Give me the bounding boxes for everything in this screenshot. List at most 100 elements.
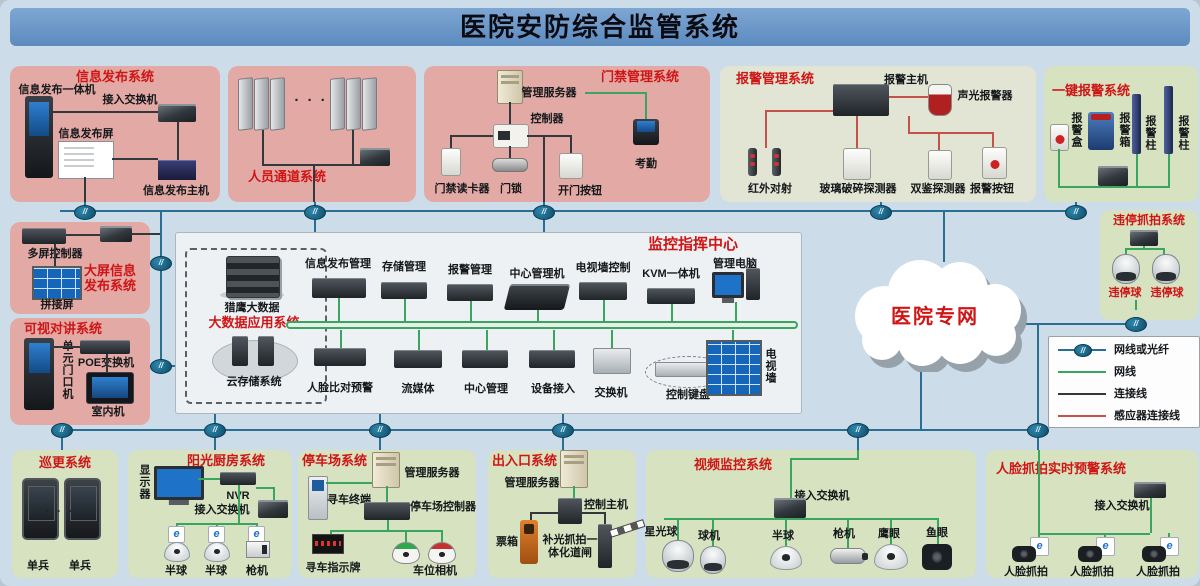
info-screen-icon <box>58 141 114 179</box>
alarm-line-3 <box>856 116 858 148</box>
speed-dome-icon <box>700 546 726 574</box>
face-switch-label: 接入交换机 <box>1094 500 1150 512</box>
alarm-button-icon <box>982 147 1007 179</box>
mini-dome-icon <box>770 546 802 570</box>
parking-line-7 <box>441 530 443 542</box>
stub-cctv <box>857 430 859 450</box>
cloud-storage-icon <box>212 340 298 382</box>
card-reader-icon <box>441 148 461 176</box>
network-connector-icon <box>74 205 96 220</box>
cctv-drop <box>785 518 787 546</box>
access-line-3 <box>527 135 572 137</box>
gstub <box>470 301 472 322</box>
turnstile-icon <box>346 77 361 131</box>
face-compare-icon <box>314 348 366 366</box>
channel-line-1 <box>262 130 264 164</box>
infrared-beam-icon <box>772 148 781 176</box>
channel-line-3 <box>262 164 375 166</box>
entrance-server-label: 管理服务器 <box>504 477 560 489</box>
illegal-line-3 <box>1163 248 1165 256</box>
bullet-camera-icon <box>830 548 868 564</box>
access-line-4 <box>450 135 452 148</box>
gstub <box>338 298 340 322</box>
splice-screen-label: 拼接屏 <box>40 299 74 311</box>
alarm-cabinet-label: 报警箱 <box>1118 112 1130 148</box>
kitchen-cam-label: 半球 <box>165 565 187 577</box>
ptz-camera-icon <box>1152 254 1180 284</box>
cctv-cam-label: 球机 <box>698 530 720 542</box>
turnstile-icon <box>238 77 253 131</box>
illegal-line-2 <box>1125 248 1127 256</box>
bottom-bus-line <box>61 429 1037 431</box>
cctv-line-2 <box>790 458 859 460</box>
device-access-icon <box>529 350 575 368</box>
network-connector-icon <box>1027 423 1049 438</box>
bigdata-stack-label: 猎鹰大数据 <box>224 302 280 314</box>
multiscreen-controller-icon <box>22 228 66 244</box>
gate-line-3 <box>530 512 532 522</box>
box-camera-icon <box>246 541 270 558</box>
bigscreen-switch-icon <box>100 226 132 242</box>
e-logo-icon: e <box>168 526 185 543</box>
gstub <box>603 300 605 322</box>
cctv-drop <box>890 518 892 544</box>
streaming-icon <box>394 350 442 368</box>
illegal-line-4 <box>1143 246 1145 250</box>
alarm-host-icon <box>833 84 889 116</box>
cctv-drop <box>712 518 714 546</box>
page-title: 医院安防综合监管系统 <box>459 12 740 42</box>
cmd-top-label: 管理电脑 <box>713 258 757 270</box>
e-logo-icon: e <box>208 526 225 543</box>
cctv-line-3 <box>790 458 792 498</box>
illegal-line-1 <box>1125 248 1165 250</box>
cmd-bottom-label: 交换机 <box>594 387 628 399</box>
indoor-unit-label: 室内机 <box>91 406 125 418</box>
legend-label: 感应器连接线 <box>1114 410 1180 422</box>
alarm-line-6 <box>908 132 992 134</box>
siren-label: 声光报警器 <box>957 90 1013 102</box>
onekey-line-3 <box>1168 154 1170 186</box>
server-stack-icon <box>226 256 280 298</box>
parking-line-3 <box>387 520 389 530</box>
entrance-title: 出入口系统 <box>492 453 558 468</box>
access-line-2 <box>450 135 493 137</box>
access-server-icon <box>497 70 523 104</box>
control-host-label: 控制主机 <box>584 499 628 511</box>
center-mgmt-icon <box>462 350 508 368</box>
door-lock-icon <box>492 158 528 172</box>
onekey-line-1 <box>1058 149 1060 186</box>
intercom-line-1 <box>54 346 80 348</box>
alarm-line-1 <box>765 110 833 112</box>
cloud-storage-tower <box>232 336 248 366</box>
access-line-7 <box>543 135 545 202</box>
info-kiosk-icon <box>25 96 53 178</box>
cctv-cam-label: 半球 <box>772 530 794 542</box>
kitchen-line-3 <box>273 487 275 500</box>
face-camera-icon <box>1142 546 1166 562</box>
bigscreen-line-3 <box>132 233 160 235</box>
onekey-line-4 <box>1058 186 1170 188</box>
network-connector-icon <box>847 423 869 438</box>
alarm-box-label: 报警盒 <box>1070 112 1082 148</box>
cctv-cam-label: 星光球 <box>644 526 678 538</box>
alarm-pillar-icon <box>1164 86 1173 154</box>
ticket-box-icon <box>520 520 538 564</box>
cloud-right-link <box>1025 323 1135 325</box>
parking-controller-icon <box>364 502 410 520</box>
channel-switch-icon <box>360 148 390 166</box>
mgmt-pc-monitor-icon <box>712 272 744 298</box>
kitchen-switch-label: 接入交换机 <box>194 504 250 516</box>
face-camera-icon <box>1012 546 1036 562</box>
illegal-switch-icon <box>1130 230 1158 246</box>
network-connector-icon <box>369 423 391 438</box>
info-switch-icon <box>158 104 196 122</box>
access-line-1 <box>509 102 511 130</box>
gstub <box>732 330 734 340</box>
cmd-bottom-label: 中心管理 <box>464 383 508 395</box>
parking-space-camera-icon <box>392 542 420 564</box>
info-host-icon <box>158 160 196 180</box>
turnstile-icon <box>362 77 377 131</box>
poe-switch-icon <box>80 340 130 354</box>
attendance-icon <box>633 119 659 145</box>
tv-wall-icon <box>706 340 762 396</box>
